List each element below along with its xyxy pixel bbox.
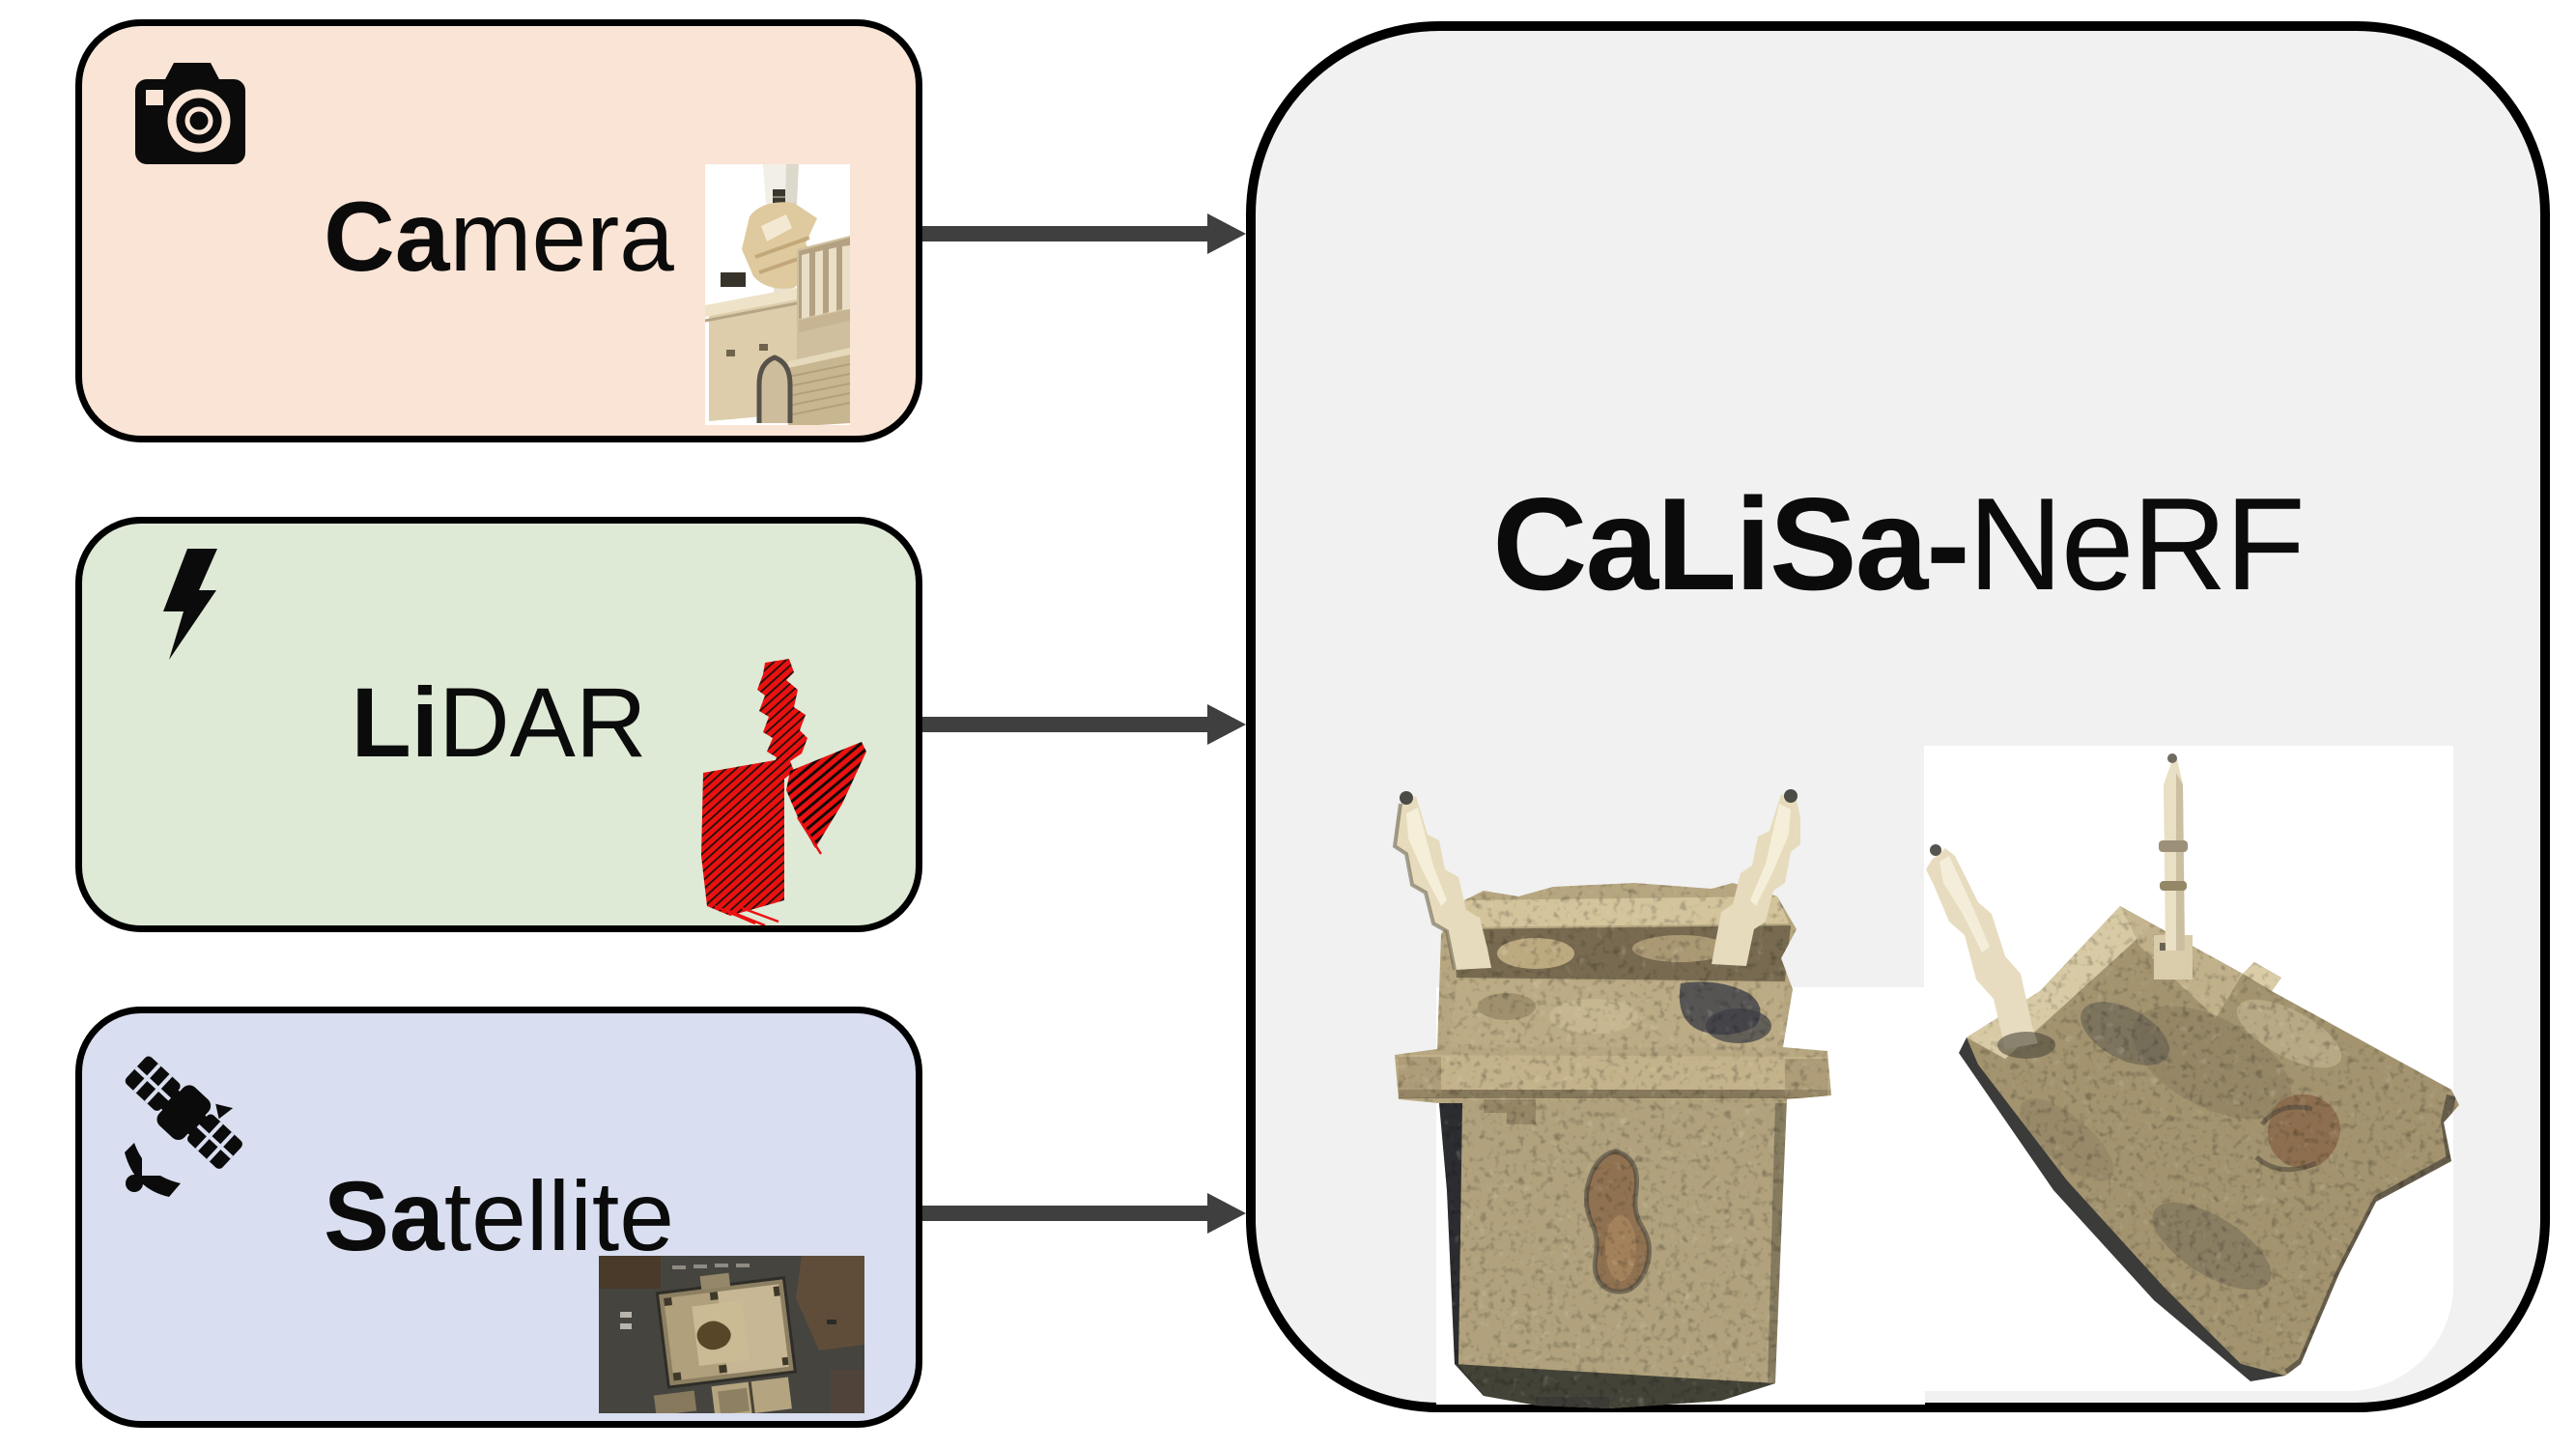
mosque-reconstruction-oblique-view [1926,753,2459,1381]
arrow-shaft [922,226,1209,242]
arrow-head-icon [1207,1193,1246,1234]
camera-label: Camera [82,187,916,286]
lidar-label-rest: DAR [439,668,647,778]
model-title: CaLiSa-NeRF [1246,478,2550,610]
arrow-head-icon [1207,704,1246,745]
satellite-label: Satellite [82,1167,916,1265]
lidar-point-cloud-red [701,659,866,925]
satellite-icon [125,1056,242,1197]
camera-icon [135,63,245,164]
camera-label-bold: Ca [324,182,450,292]
arrow-head-icon [1207,213,1246,254]
mosque-facade-photo [705,164,850,425]
mosque-reconstruction-top-view [1392,789,1831,1408]
lidar-label: LiDAR [82,673,916,772]
arrow-shaft [922,717,1209,732]
model-title-bold: CaLiSa- [1492,470,1969,617]
satellite-aerial-photo [599,1256,864,1413]
satellite-label-rest: tellite [443,1161,674,1271]
lightning-bolt-icon [163,549,217,660]
satellite-label-bold: Sa [324,1161,444,1271]
camera-label-rest: mera [449,182,674,292]
arrow-shaft [922,1206,1209,1221]
model-title-regular: NeRF [1967,470,2306,617]
lidar-label-bold: Li [351,668,439,778]
